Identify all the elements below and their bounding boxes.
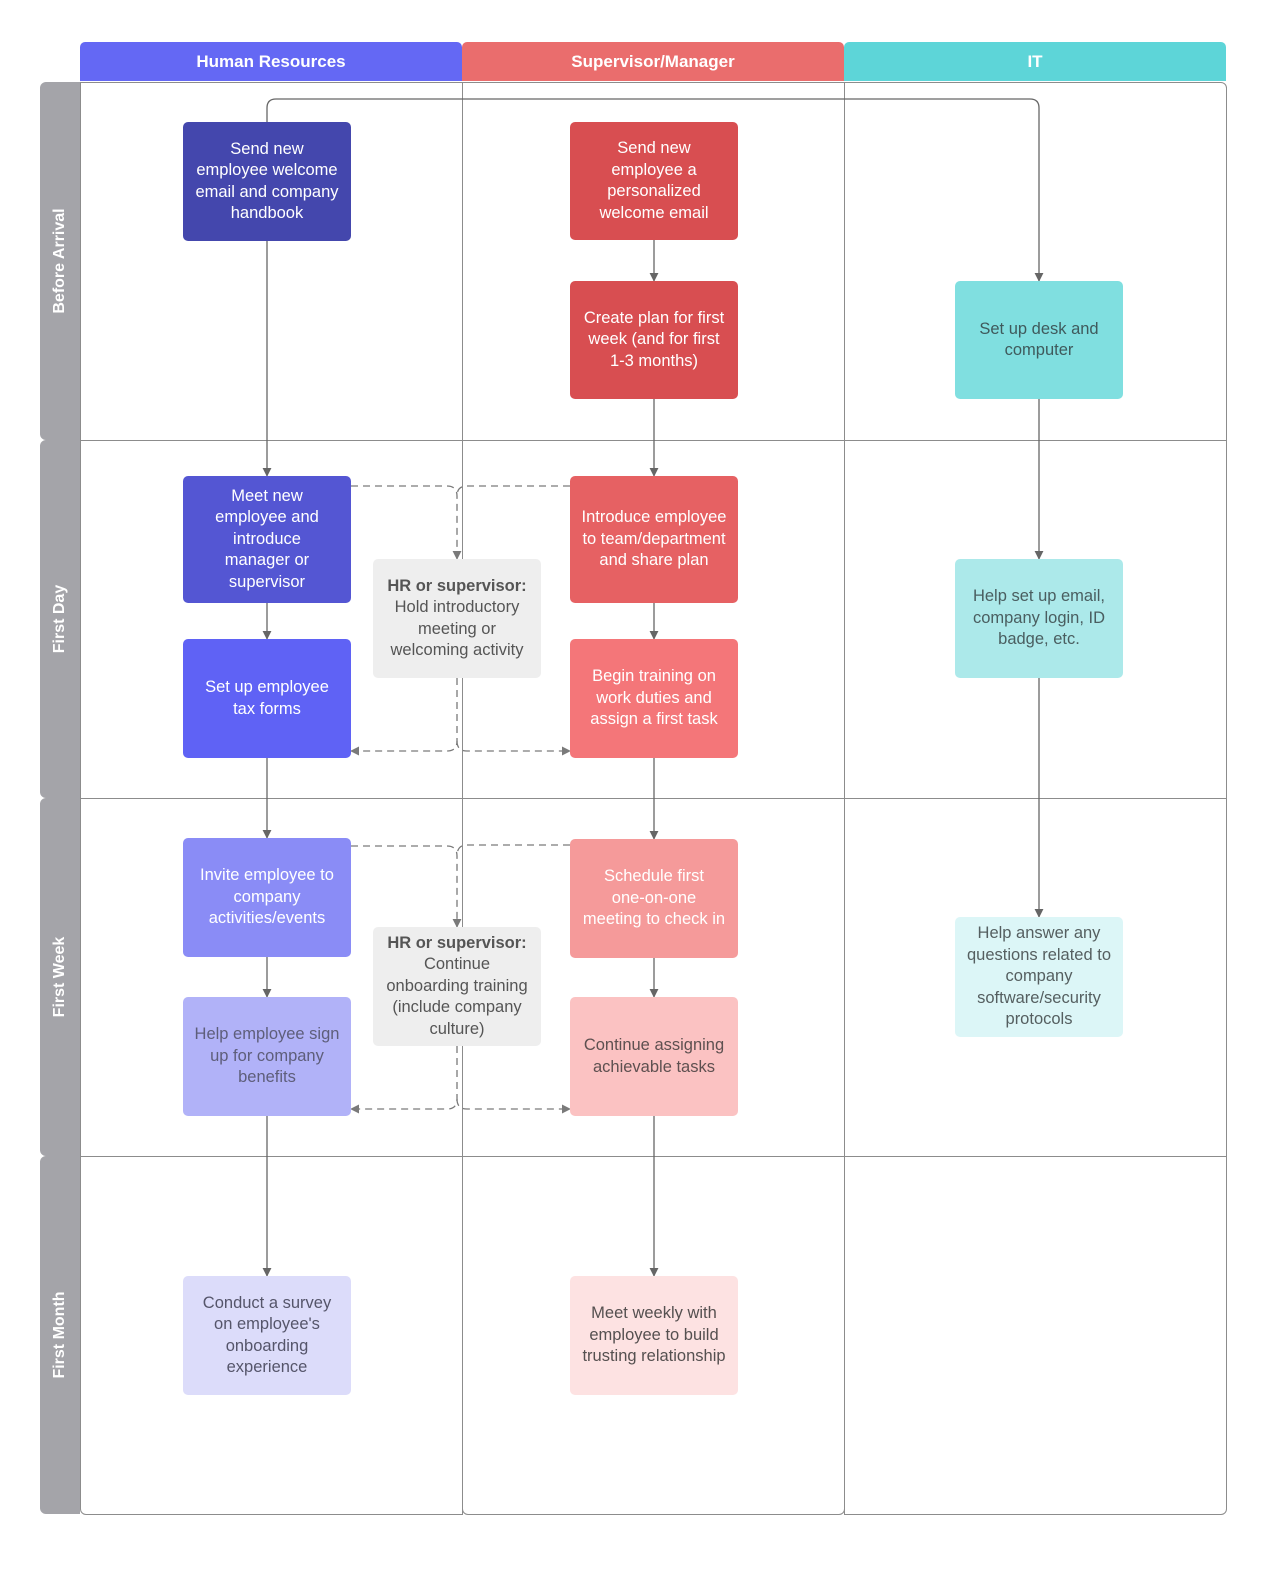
node-mgr-begin-training[interactable]: Begin training on work duties and assign… [570,639,738,758]
node-text: Hold introductory meeting or welcoming a… [390,598,524,659]
cell-it-first-month [844,1156,1227,1515]
node-shared-onboarding-training[interactable]: HR or supervisor: Continue onboarding tra… [373,927,541,1046]
node-mgr-create-plan[interactable]: Create plan for first week (and for firs… [570,281,738,399]
row-label-first-day: First Day [40,440,80,798]
row-label-first-week: First Week [40,798,80,1156]
node-mgr-schedule-checkin[interactable]: Schedule first one-on-one meeting to che… [570,839,738,958]
edge-dashed-hr-invite-to-shared-week [351,845,462,928]
node-label: Schedule first one-on-one meeting to che… [582,867,726,929]
edge-dashed-shared-day-to-mgr-training [456,740,571,756]
node-label: Continue assigning achievable tasks [583,1036,725,1076]
node-it-answer-questions[interactable]: Help answer any questions related to com… [955,917,1123,1037]
node-text: Continue onboarding training (include co… [386,955,528,1038]
node-label: Help set up email, company login, ID bad… [972,587,1106,649]
node-label: Meet weekly with employee to build trust… [582,1304,726,1366]
node-hr-benefits[interactable]: Help employee sign up for company benefi… [183,997,351,1116]
node-label: Begin training on work duties and assign… [590,667,718,729]
edge-hr-welcome-to-it-desk [266,98,1044,282]
node-hr-meet-employee[interactable]: Meet new employee and introduce manager … [183,476,351,603]
node-it-email-login[interactable]: Help set up email, company login, ID bad… [955,559,1123,678]
node-label: Conduct a survey on employee's onboardin… [202,1293,332,1377]
node-label: Set up desk and computer [979,319,1099,360]
node-mgr-introduce-team[interactable]: Introduce employee to team/department an… [570,476,738,603]
lane-header-supervisor: Supervisor/Manager [462,42,844,81]
node-hr-survey[interactable]: Conduct a survey on employee's onboardin… [183,1276,351,1395]
node-label: Set up employee tax forms [205,678,329,718]
node-role-label: HR or supervisor: [387,933,527,952]
edge-dashed-shared-week-to-mgr-tasks [456,1098,571,1114]
edge-dashed-mgr-intro-to-shared-day [456,485,570,497]
node-label: HR or supervisor: Continue onboarding tra… [386,933,527,1041]
node-mgr-assign-tasks[interactable]: Continue assigning achievable tasks [570,997,738,1116]
edge-dashed-shared-day-to-hr-tax [350,678,458,756]
node-label: Invite employee to company activities/ev… [200,866,334,928]
lane-title-it: IT [1027,51,1043,71]
node-label: Create plan for first week (and for firs… [583,308,725,370]
edge-dashed-mgr-schedule-to-shared-week [456,844,570,857]
row-label-before-arrival: Before Arrival [40,82,80,440]
node-label: Help employee sign up for company benefi… [194,1025,340,1087]
node-label: HR or supervisor: Hold introductory meeti… [387,576,526,662]
lane-header-it: IT [844,42,1226,81]
lane-title-hr: Human Resources [196,51,346,71]
node-label: Send new employee a personalized welcome… [599,139,709,222]
edge-dashed-shared-week-to-hr-benefits [350,1046,458,1114]
node-label: Introduce employee to team/department an… [581,508,727,570]
node-label: Help answer any questions related to com… [966,924,1111,1029]
node-hr-invite-activities[interactable]: Invite employee to company activities/ev… [183,838,351,957]
node-hr-welcome-email[interactable]: Send new employee welcome email and comp… [183,122,351,241]
row-label-first-month: First Month [40,1156,80,1514]
node-mgr-welcome-email[interactable]: Send new employee a personalized welcome… [570,122,738,240]
node-mgr-meet-weekly[interactable]: Meet weekly with employee to build trust… [570,1276,738,1395]
node-label: Meet new employee and introduce manager … [215,486,319,591]
lane-title-supervisor: Supervisor/Manager [571,51,735,71]
node-hr-tax-forms[interactable]: Set up employee tax forms [183,639,351,758]
edge-dashed-hr-meet-to-shared-day [351,485,462,560]
node-shared-introductory-meeting[interactable]: HR or supervisor: Hold introductory meeti… [373,559,541,678]
node-label: Send new employee welcome email and comp… [195,139,339,223]
lane-header-hr: Human Resources [80,42,462,81]
node-it-desk-computer[interactable]: Set up desk and computer [955,281,1123,399]
node-role-label: HR or supervisor: [387,576,527,595]
